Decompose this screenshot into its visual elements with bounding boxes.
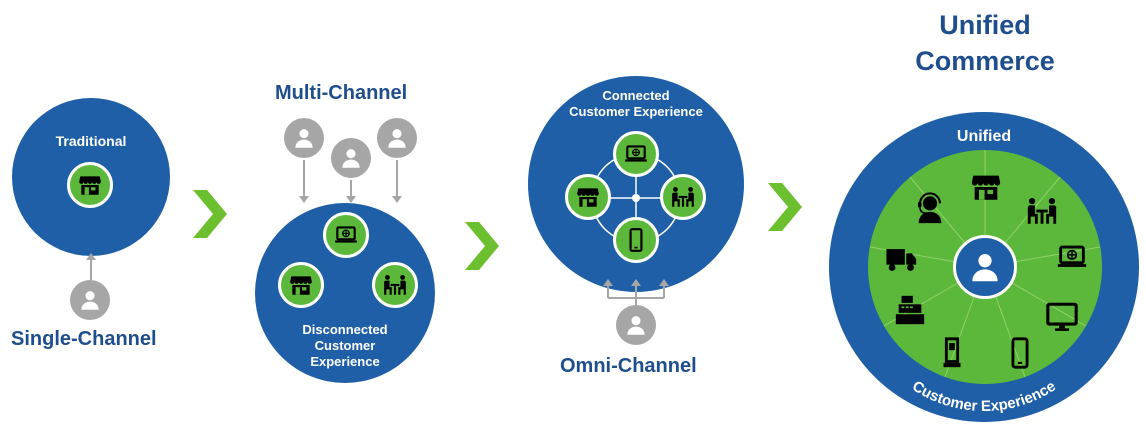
unified-ring-bottom-label: Customer Experience — [909, 378, 1059, 415]
single-channel-store-node — [67, 162, 113, 208]
store-icon — [288, 272, 314, 298]
chevron-right-icon — [193, 190, 227, 238]
unified-commerce-title-1: Unified — [939, 10, 1031, 40]
store-icon — [575, 184, 601, 210]
omni-channel-store-node — [565, 174, 611, 220]
single-channel-caption: Single-Channel — [11, 328, 157, 350]
user-icon — [384, 125, 410, 151]
multi-channel-title: Multi-Channel — [275, 82, 408, 104]
multi-channel-user-icon-3 — [377, 118, 417, 158]
omni-channel-arrows — [603, 279, 669, 308]
meeting-icon — [382, 272, 408, 298]
svg-text:Customer Experience: Customer Experience — [909, 378, 1059, 415]
multi-channel-laptop-node — [323, 212, 369, 258]
customer-experience-arc-text: Customer Experience — [909, 378, 1059, 415]
mobile-icon — [623, 227, 649, 253]
chevron-right-icon — [465, 222, 499, 270]
omni-channel-caption: Omni-Channel — [560, 355, 697, 377]
multi-channel-user-icon-1 — [284, 118, 324, 158]
chevron-right-icon — [768, 183, 802, 231]
omni-channel-meeting-node — [660, 174, 706, 220]
omni-channel-user-icon — [616, 305, 656, 345]
omni-channel-mobile-node — [613, 217, 659, 263]
multi-channel-inner-label-2: Customer — [314, 338, 376, 353]
meeting-icon — [670, 184, 696, 210]
unified-ring-top-label: Unified — [956, 128, 1012, 145]
omni-channel-inner-label-1: Connected — [602, 88, 670, 103]
user-icon — [291, 125, 317, 151]
single-channel-arrow — [86, 253, 96, 280]
multi-channel-inner-label-1: Disconnected — [302, 322, 388, 337]
multi-channel-meeting-node — [372, 262, 418, 308]
user-icon — [623, 312, 649, 338]
single-channel-inner-label: Traditional — [55, 133, 127, 149]
multi-channel-arrows — [299, 160, 402, 203]
multi-channel-inner-label-3: Experience — [310, 354, 380, 369]
laptop-icon — [623, 141, 649, 167]
single-channel-user-icon — [70, 280, 110, 320]
omni-channel-inner-label-2: Customer Experience — [569, 104, 703, 119]
store-icon — [77, 172, 103, 198]
multi-channel-user-icon-2 — [331, 138, 371, 178]
laptop-icon — [333, 222, 359, 248]
user-icon — [77, 287, 103, 313]
multi-channel-store-node — [278, 262, 324, 308]
unified-commerce-title-2: Commerce — [915, 46, 1055, 76]
omni-channel-laptop-node — [613, 131, 659, 177]
unified-center-user-icon — [953, 235, 1017, 299]
